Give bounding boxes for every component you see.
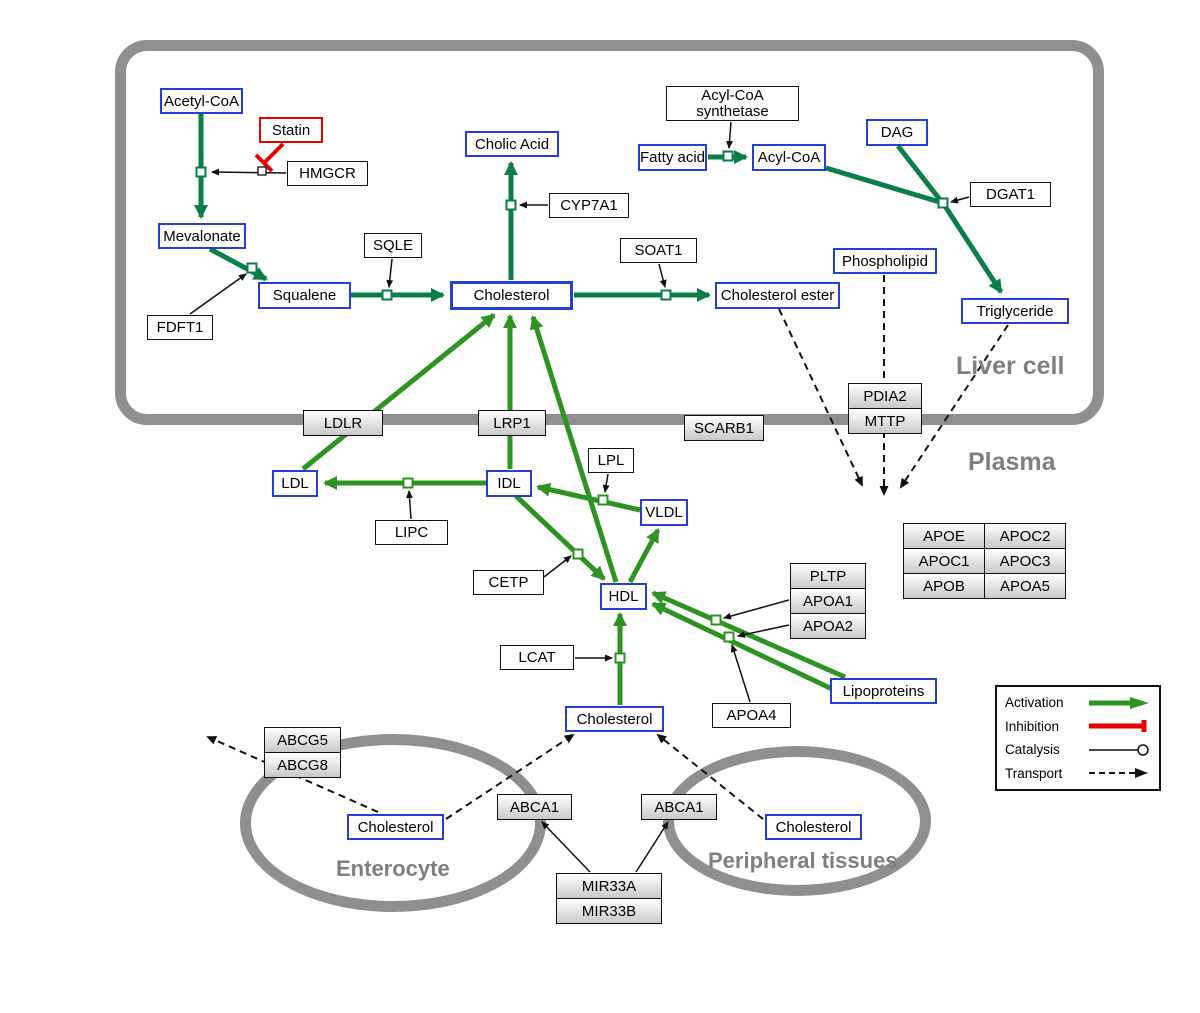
node-abca1-peripheral[interactable]: ABCA1 (641, 794, 717, 820)
catalysis-pltp-apoa1 (723, 599, 790, 620)
node-soat1[interactable]: SOAT1 (620, 238, 697, 263)
node-apoa2[interactable]: APOA2 (790, 613, 866, 639)
node-phospholipid[interactable]: Phospholipid (833, 248, 937, 274)
reaction-node (723, 631, 735, 643)
node-hmgcr[interactable]: HMGCR (287, 161, 368, 186)
node-cholesterol-enterocyte[interactable]: Cholesterol (347, 814, 444, 840)
reaction-node (614, 652, 626, 664)
acyl-coa-synthetase-line2: synthetase (696, 102, 769, 120)
reaction-node (402, 477, 414, 489)
activation-arrow-icon (1089, 696, 1149, 709)
node-fdft1[interactable]: FDFT1 (147, 315, 213, 340)
node-sqle[interactable]: SQLE (364, 233, 422, 258)
node-ldl[interactable]: LDL (272, 470, 318, 497)
node-lpl[interactable]: LPL (588, 448, 634, 473)
legend-transport-label: Transport (1005, 765, 1063, 781)
node-hdl[interactable]: HDL (600, 583, 647, 610)
node-scarb1[interactable]: SCARB1 (684, 415, 764, 441)
node-lrp1[interactable]: LRP1 (478, 410, 546, 436)
catalysis-apoa2 (737, 624, 790, 638)
catalysis-apoa4 (730, 644, 751, 703)
node-cyp7a1[interactable]: CYP7A1 (549, 193, 629, 218)
node-cholic-acid[interactable]: Cholic Acid (465, 131, 559, 157)
legend-inhibition-label: Inhibition (1005, 718, 1060, 734)
node-mevalonate[interactable]: Mevalonate (158, 223, 246, 249)
apo-table-cell-apob[interactable]: APOB (903, 573, 985, 599)
legend-catalysis-label: Catalysis (1005, 742, 1060, 758)
catalysis-cetp (543, 555, 572, 578)
node-fatty-acid[interactable]: Fatty acid (638, 144, 707, 171)
edge-vldl-to-idl (536, 482, 641, 513)
node-mir33a[interactable]: MIR33A (556, 873, 662, 899)
transport-dashed-arrow-icon (1089, 768, 1148, 779)
node-vldl[interactable]: VLDL (640, 499, 688, 526)
node-squalene[interactable]: Squalene (258, 282, 351, 309)
node-apoa4[interactable]: APOA4 (712, 703, 791, 728)
node-triglyceride[interactable]: Triglyceride (961, 298, 1069, 324)
apo-table-cell-apoa5[interactable]: APOA5 (984, 573, 1066, 599)
reaction-node (597, 494, 609, 506)
node-apoa1[interactable]: APOA1 (790, 588, 866, 614)
edge-hdl-to-vldl (627, 528, 661, 584)
legend-row-transport: Transport (1005, 762, 1151, 784)
inhibition-tbar-icon (1089, 720, 1147, 733)
legend: Activation Inhibition Catalysis Transpor… (995, 685, 1161, 791)
peripheral-tissues-label: Peripheral tissues (708, 848, 898, 873)
node-dag[interactable]: DAG (866, 119, 928, 146)
legend-row-activation: Activation (1005, 692, 1151, 714)
liver-cell-label: Liver cell (956, 352, 1065, 380)
apo-table-cell-apoc3[interactable]: APOC3 (984, 548, 1066, 574)
apo-table-cell-apoe[interactable]: APOE (903, 523, 985, 549)
node-abcg8[interactable]: ABCG8 (264, 752, 341, 778)
legend-row-inhibition: Inhibition (1005, 715, 1151, 737)
node-lcat[interactable]: LCAT (500, 645, 574, 670)
node-cholesterol-ester[interactable]: Cholesterol ester (715, 282, 840, 309)
node-idl[interactable]: IDL (486, 470, 532, 497)
reaction-node (572, 548, 584, 560)
catalysis-lpl (602, 473, 610, 493)
regulation-mir33-abca1-left (541, 821, 591, 873)
peripheral-tissues-membrane (663, 746, 931, 896)
node-acyl-coa[interactable]: Acyl-CoA (752, 144, 826, 171)
node-lipc[interactable]: LIPC (375, 520, 448, 545)
node-cholesterol-liver[interactable]: Cholesterol (450, 281, 573, 310)
catalysis-circle-icon (1089, 744, 1149, 756)
enterocyte-membrane (240, 734, 546, 912)
apo-table-cell-apoc1[interactable]: APOC1 (903, 548, 985, 574)
node-mttp[interactable]: MTTP (848, 408, 922, 434)
node-lipoproteins[interactable]: Lipoproteins (830, 678, 937, 704)
node-cholesterol-plasma[interactable]: Cholesterol (565, 706, 664, 732)
node-abcg5[interactable]: ABCG5 (264, 727, 341, 753)
apo-table-cell-apoc2[interactable]: APOC2 (984, 523, 1066, 549)
catalysis-lipc (406, 490, 413, 520)
legend-activation-label: Activation (1005, 695, 1064, 711)
enterocyte-label: Enterocyte (336, 856, 450, 881)
acyl-coa-synthetase-line1: Acyl-CoA (701, 86, 764, 104)
legend-row-catalysis: Catalysis (1005, 739, 1151, 761)
node-mir33b[interactable]: MIR33B (556, 898, 662, 924)
node-statin[interactable]: Statin (259, 117, 323, 143)
node-ldlr[interactable]: LDLR (303, 410, 383, 436)
node-dgat1[interactable]: DGAT1 (970, 182, 1051, 207)
node-cetp[interactable]: CETP (473, 570, 544, 595)
node-pltp[interactable]: PLTP (790, 563, 866, 589)
node-acyl-coa-synthetase[interactable]: Acyl-CoA synthetase (666, 86, 799, 121)
reaction-node (710, 614, 722, 626)
node-pdia2[interactable]: PDIA2 (848, 383, 922, 409)
plasma-label: Plasma (968, 448, 1056, 476)
node-cholesterol-peripheral[interactable]: Cholesterol (765, 814, 862, 840)
node-abca1-enterocyte[interactable]: ABCA1 (497, 794, 572, 820)
edge-idl-to-hdl (514, 494, 606, 581)
node-acetyl-coa[interactable]: Acetyl-CoA (160, 88, 243, 114)
